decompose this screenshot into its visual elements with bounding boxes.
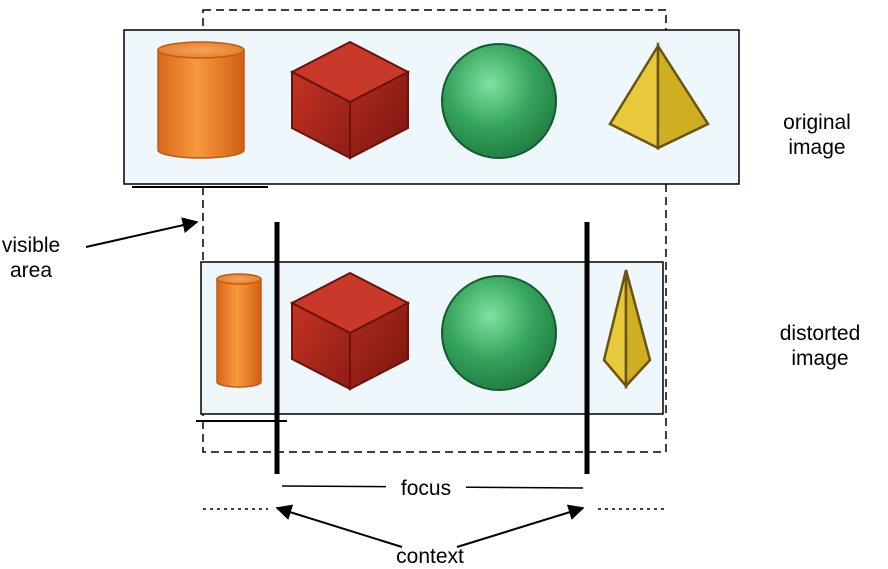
cube-shape (289, 271, 411, 391)
focus-label: focus (386, 476, 466, 501)
sphere-shape (441, 275, 557, 391)
context-arrow-right (456, 504, 585, 548)
context-label: context (396, 545, 464, 568)
pyramid-shape (602, 269, 652, 390)
original-image-label: original image (762, 110, 872, 160)
original-image-label-line2: image (788, 136, 846, 159)
distorted-image-label: distorted image (752, 321, 888, 371)
pyramid-shape (608, 41, 710, 151)
cube-shape (289, 40, 411, 160)
sphere-shape (441, 43, 557, 159)
visible-area-label: visible area (0, 233, 62, 283)
cylinder-shape (157, 41, 245, 159)
distorted-image-label-line1: distorted (779, 322, 861, 345)
context-arrow-left (275, 504, 403, 548)
distorted-image-panel (200, 261, 664, 415)
distorted-image-label-line2: image (791, 347, 849, 370)
original-image-panel (123, 29, 740, 185)
visible-area-arrow (85, 217, 199, 248)
visible-area-label-line1: visible (1, 234, 61, 257)
visible-area-label-line2: area (9, 259, 53, 282)
cylinder-shape (216, 273, 262, 388)
original-image-label-line1: original (783, 111, 851, 134)
visible-area-outline (202, 9, 667, 453)
